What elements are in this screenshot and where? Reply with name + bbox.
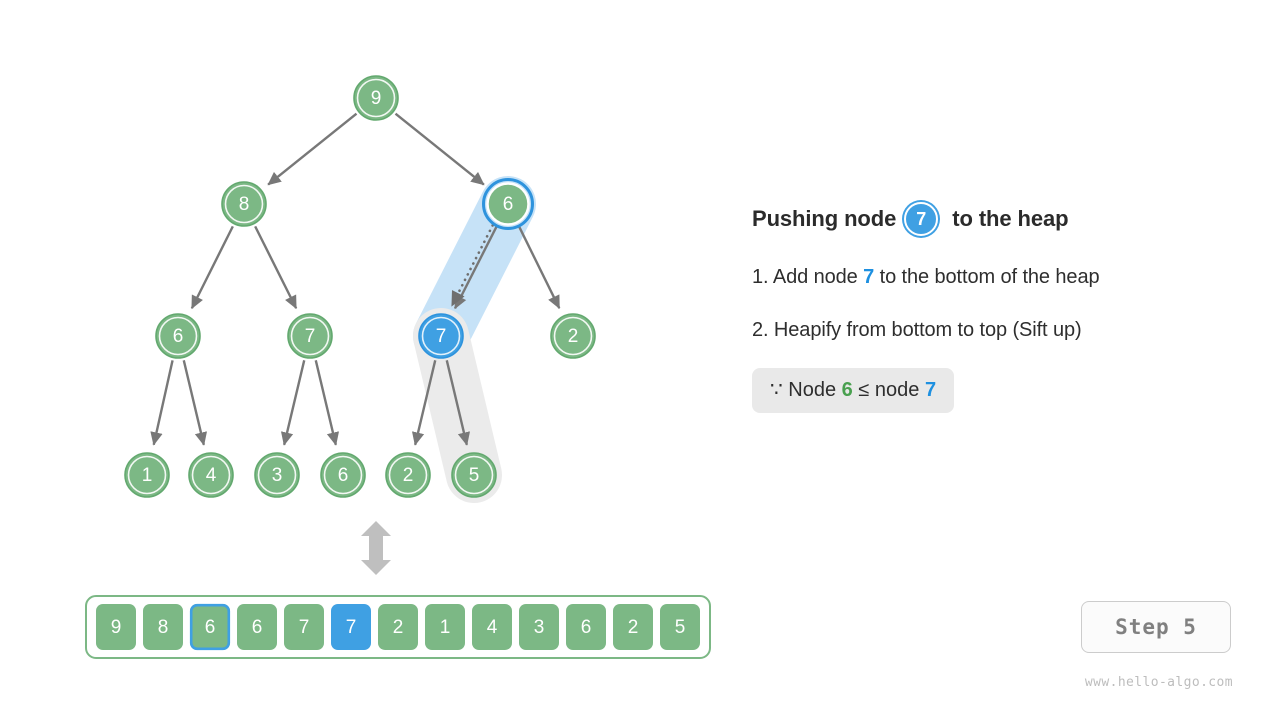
tree-node-label: 3 <box>272 465 283 486</box>
hint-operator: ≤ <box>852 379 875 401</box>
step-1-suffix: to the bottom of the heap <box>874 266 1100 288</box>
array-cell-8[interactable]: 4 <box>472 604 512 650</box>
step-1-value: 7 <box>863 266 875 288</box>
tree-node-2-n11[interactable]: 2 <box>385 452 431 498</box>
tree-array-connector <box>361 521 391 575</box>
tree-node-label: 5 <box>469 465 480 486</box>
tree-node-label: 4 <box>206 465 217 486</box>
tree-node-6-n2[interactable]: 6 <box>482 178 534 230</box>
array-cell-0[interactable]: 9 <box>96 604 136 650</box>
tree-node-label: 7 <box>305 326 316 347</box>
array-cell-9[interactable]: 3 <box>519 604 559 650</box>
tree-edge <box>267 112 358 186</box>
tree-node-3-n9[interactable]: 3 <box>254 452 300 498</box>
array-representation: 9 8 6 6 7 7 2 1 4 3 6 2 5 <box>85 595 711 659</box>
tree-node-label: 9 <box>371 88 382 109</box>
array-cell-12[interactable]: 5 <box>660 604 700 650</box>
hint-right-word: node <box>874 379 925 401</box>
title-prefix: Pushing node <box>752 206 897 231</box>
array-cell-5[interactable]: 7 <box>331 604 371 650</box>
tree-node-6-n10[interactable]: 6 <box>320 452 366 498</box>
array-cell-value: 9 <box>111 617 122 638</box>
array-cell-4[interactable]: 7 <box>284 604 324 650</box>
array-cell-value: 8 <box>158 617 169 638</box>
step-badge: Step 5 <box>1081 601 1231 653</box>
tree-edge <box>150 360 174 446</box>
tree-edge <box>445 360 471 446</box>
tree-node-label: 8 <box>239 194 250 215</box>
explanation-panel: Pushing node 7 to the heap 1. Add node 7… <box>752 202 1252 413</box>
tree-node-label: 6 <box>503 194 514 215</box>
hint-prefix: Node <box>782 379 842 401</box>
tree-nodes: 9 8 6 6 7 7 2 1 4 3 6 2 5 <box>124 75 596 498</box>
hint-right-value: 7 <box>924 379 937 401</box>
tree-edge <box>394 112 485 186</box>
array-cell-1[interactable]: 8 <box>143 604 183 650</box>
array-cell-value: 5 <box>675 617 686 638</box>
tree-edges <box>150 112 561 446</box>
array-cell-3[interactable]: 6 <box>237 604 277 650</box>
tree-node-label: 7 <box>436 326 447 347</box>
tree-edge <box>190 225 234 310</box>
title-suffix: to the heap <box>952 206 1069 231</box>
double-arrow-icon <box>361 521 391 575</box>
instruction-step-2: 2. Heapify from bottom to top (Sift up) <box>752 319 1252 342</box>
array-cell-10[interactable]: 6 <box>566 604 606 650</box>
page-title: Pushing node 7 to the heap <box>752 202 1252 236</box>
tree-node-7-n5[interactable]: 7 <box>418 313 464 359</box>
tree-node-1-n7[interactable]: 1 <box>124 452 170 498</box>
tree-node-label: 6 <box>173 326 184 347</box>
tree-edge <box>517 225 561 310</box>
array-cell-value: 6 <box>252 617 263 638</box>
tree-edge <box>314 360 340 446</box>
tree-edge <box>182 360 208 446</box>
array-cell-value: 6 <box>205 617 216 638</box>
watermark: www.hello-algo.com <box>1084 675 1233 690</box>
tree-edge <box>254 225 298 310</box>
array-cell-value: 2 <box>393 617 404 638</box>
hint-left-value: 6 <box>841 379 853 401</box>
array-cell-7[interactable]: 1 <box>425 604 465 650</box>
array-cell-value: 1 <box>440 617 451 638</box>
tree-node-label: 2 <box>568 326 579 347</box>
tree-edge <box>411 360 437 446</box>
tree-node-label: 2 <box>403 465 414 486</box>
tree-node-label: 6 <box>338 465 349 486</box>
tree-node-6-n3[interactable]: 6 <box>155 313 201 359</box>
tree-node-4-n8[interactable]: 4 <box>188 452 234 498</box>
array-cell-value: 4 <box>487 617 498 638</box>
step-1-prefix: 1. Add node <box>752 266 864 288</box>
tree-node-9-n0[interactable]: 9 <box>353 75 399 121</box>
tree-edge <box>280 360 306 446</box>
array-cell-11[interactable]: 2 <box>613 604 653 650</box>
tree-node-label: 1 <box>142 465 153 486</box>
title-node-badge: 7 <box>904 202 939 236</box>
array-cell-value: 7 <box>299 617 310 638</box>
step-2-prefix: 2. Heapify from bottom to top (Sift up) <box>752 319 1082 341</box>
array-container <box>85 595 711 659</box>
comparison-hint: ∵ Node 6 ≤ node 7 <box>752 368 955 413</box>
array-cell-6[interactable]: 2 <box>378 604 418 650</box>
tree-node-7-n4[interactable]: 7 <box>287 313 333 359</box>
tree-node-5-n12[interactable]: 5 <box>451 452 497 498</box>
because-icon: ∵ <box>770 379 783 401</box>
instruction-step-1: 1. Add node 7 to the bottom of the heap <box>752 266 1252 289</box>
array-cell-value: 3 <box>534 617 545 638</box>
tree-node-8-n1[interactable]: 8 <box>221 181 267 227</box>
array-cell-value: 7 <box>346 617 357 638</box>
array-cell-value: 6 <box>581 617 592 638</box>
array-cell-value: 2 <box>628 617 639 638</box>
tree-node-2-n6[interactable]: 2 <box>550 313 596 359</box>
array-cell-2[interactable]: 6 <box>189 603 231 651</box>
